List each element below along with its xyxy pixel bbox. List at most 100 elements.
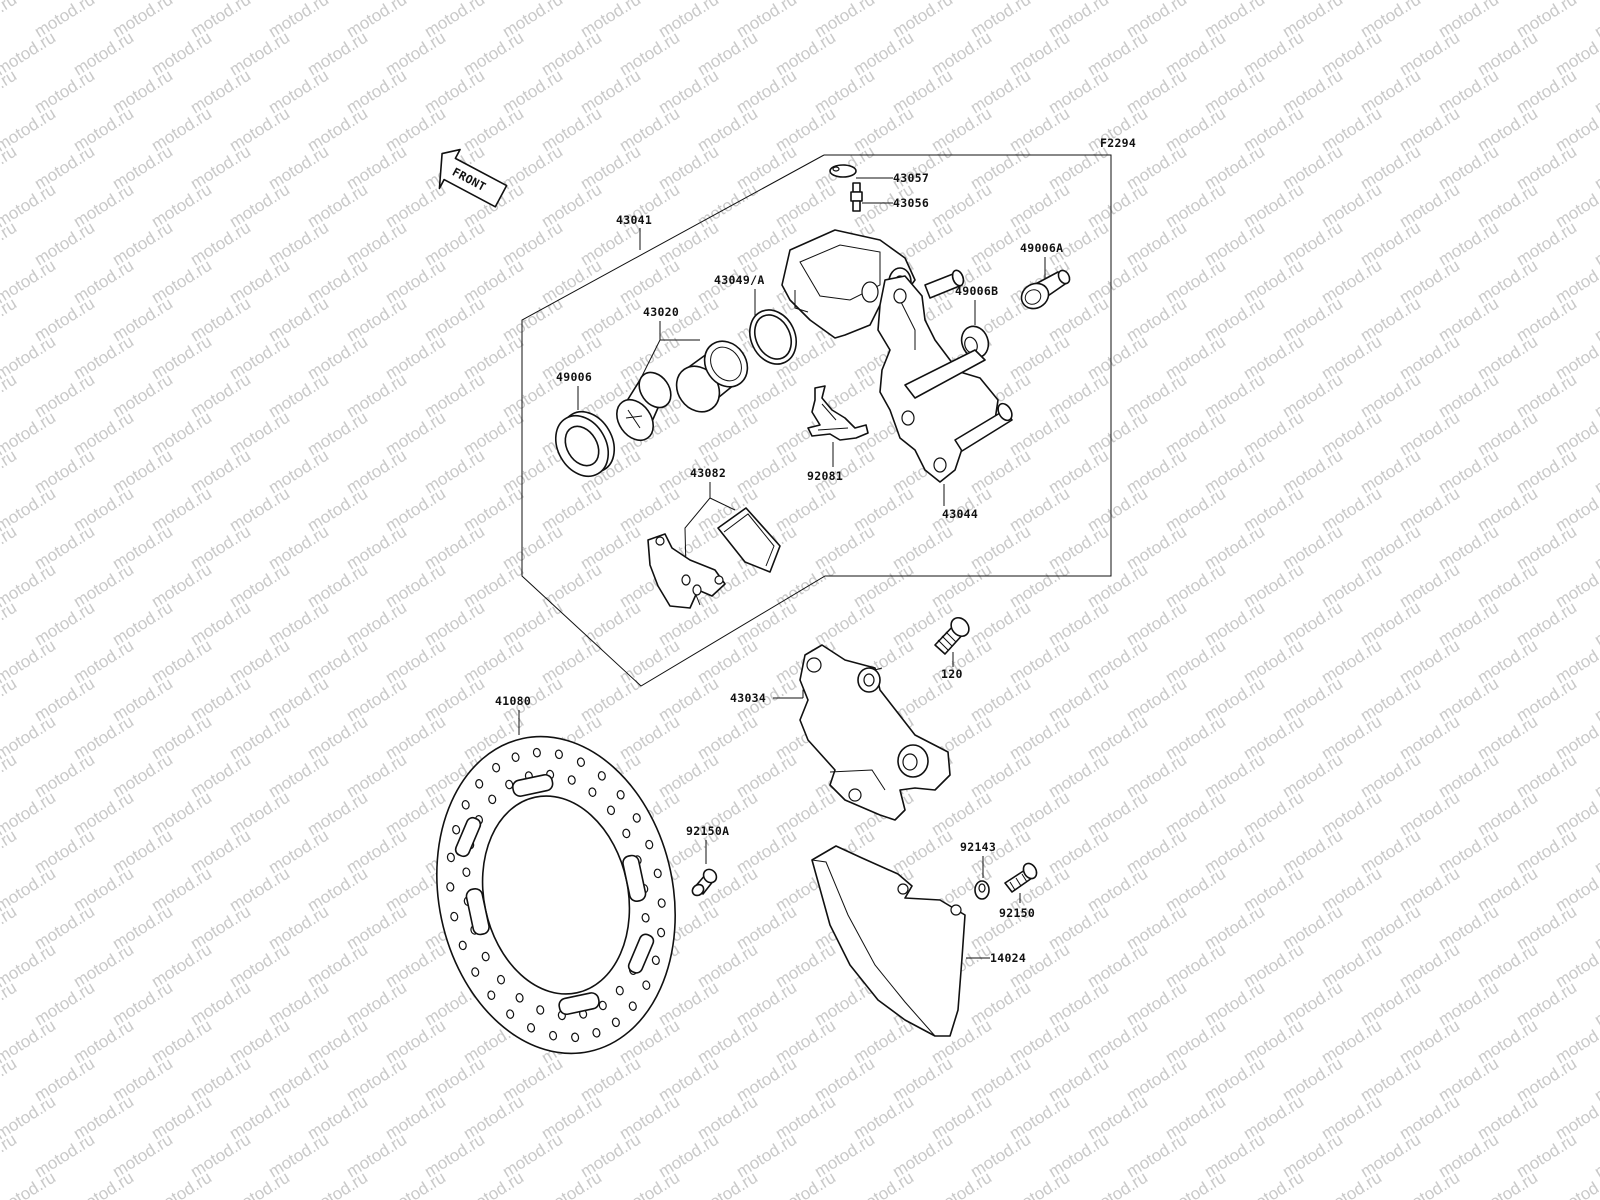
disc-hole [653, 868, 662, 879]
watermark-text: motod.ru [928, 1168, 995, 1200]
caliper-assembly-frame [521, 154, 1112, 687]
label-14024: 14024 [990, 951, 1026, 965]
disc-hole [598, 1000, 607, 1011]
part-92081-pad-spring [807, 385, 869, 441]
watermark-text: motod.ru [616, 1168, 683, 1200]
disc-hole [487, 990, 496, 1001]
watermark-text: motod.ru [0, 598, 20, 650]
disc-hole [576, 757, 585, 767]
disc-hole [642, 980, 651, 990]
watermark-text: motod.ru [0, 522, 20, 574]
disc-hole [628, 1001, 637, 1011]
label-92081: 92081 [807, 469, 843, 483]
part-14024-disc-guard [811, 845, 966, 1037]
disc-hole [592, 1028, 601, 1038]
watermark-text: motod.ru [0, 674, 20, 726]
watermark-text: motod.ru [382, 1168, 449, 1200]
watermark-text: motod.ru [0, 1054, 20, 1106]
watermark-text: motod.ru [1552, 1168, 1600, 1200]
watermark-text: motod.ru [226, 1168, 293, 1200]
watermark-text: motod.ru [538, 1168, 605, 1200]
watermark-text: motod.ru [148, 1168, 215, 1200]
disc-slot [558, 992, 600, 1016]
disc-hole [488, 794, 497, 805]
label-43020: 43020 [643, 305, 679, 319]
watermark-text: motod.ru [1162, 1168, 1229, 1200]
disc-slot [622, 854, 647, 903]
watermark-text: motod.ru [0, 446, 20, 498]
disc-hole [597, 771, 606, 781]
watermark-text: motod.ru [1084, 1168, 1151, 1200]
watermark-text: motod.ru [1318, 1168, 1385, 1200]
watermark-text: motod.ru [0, 826, 20, 878]
label-43057: 43057 [893, 171, 929, 185]
disc-hole [458, 940, 467, 951]
part-piston-insert [616, 371, 672, 442]
watermark-text: motod.ru [0, 750, 20, 802]
part-92150a-disc-bolt [691, 868, 718, 897]
label-49006a: 49006A [1020, 241, 1063, 255]
label-43056: 43056 [893, 196, 929, 210]
part-49006a-slide-pin [1020, 269, 1071, 310]
label-92143: 92143 [960, 840, 996, 854]
watermark-text: motod.ru [460, 1168, 527, 1200]
watermark-text: motod.ru [1474, 1168, 1541, 1200]
disc-hole [657, 898, 666, 908]
disc-hole [549, 1030, 558, 1041]
disc-hole [536, 1005, 545, 1015]
part-49006-dust-seal [554, 411, 616, 477]
part-43049a-piston-seal [749, 309, 797, 365]
disc-slot [454, 816, 482, 858]
watermark-text: motod.ru [0, 66, 20, 118]
disc-hole [492, 762, 501, 773]
part-92143-collar [974, 880, 990, 900]
disc-slot [627, 933, 655, 974]
disc-hole [567, 775, 576, 785]
disc-hole [475, 779, 484, 789]
disc-hole [641, 913, 650, 923]
label-49006: 49006 [556, 370, 592, 384]
label-43034: 43034 [730, 691, 766, 705]
watermark-text: motod.ru [0, 218, 20, 270]
part-49006b-boot [960, 325, 990, 359]
disc-hole [532, 747, 541, 758]
disc-hole [511, 752, 520, 762]
label-49006b: 49006B [955, 284, 998, 298]
disc-hole [651, 955, 660, 966]
disc-hole [527, 1023, 536, 1033]
disc-hole [462, 867, 471, 877]
watermark-text: motod.ru [0, 978, 20, 1030]
watermark-text: motod.ru [694, 1168, 761, 1200]
disc-hole [606, 805, 616, 816]
part-43044-caliper-bracket [877, 269, 1013, 483]
part-43082-brake-pads [647, 507, 781, 609]
disc-hole [588, 787, 597, 797]
label-41080: 41080 [495, 694, 531, 708]
watermark-text: motod.ru [0, 142, 20, 194]
part-43056-bleeder-valve [850, 182, 893, 212]
disc-hole [616, 789, 625, 800]
label-120: 120 [941, 667, 963, 681]
watermark-text: motod.ru [772, 1168, 839, 1200]
part-41080-brake-disc [436, 735, 676, 1055]
watermark-text: motod.ru [70, 1168, 137, 1200]
disc-hole [471, 967, 480, 977]
watermark-text: motod.ru [0, 370, 20, 422]
disc-hole [505, 779, 514, 790]
disc-hole [622, 828, 631, 839]
disc-hole [496, 974, 506, 985]
disc-hole [571, 1032, 580, 1043]
part-92150-bolt [1004, 862, 1038, 893]
label-92150: 92150 [999, 906, 1035, 920]
disc-hole [615, 985, 624, 996]
part-43020-piston [675, 340, 749, 413]
part-43057-bleeder-cap [829, 164, 893, 179]
part-43034-caliper-mount-bracket [799, 644, 951, 821]
watermark-text: motod.ru [1240, 1168, 1307, 1200]
watermark-text: motod.ru [0, 0, 20, 41]
label-92150a: 92150A [686, 824, 729, 838]
disc-hole [515, 993, 524, 1003]
